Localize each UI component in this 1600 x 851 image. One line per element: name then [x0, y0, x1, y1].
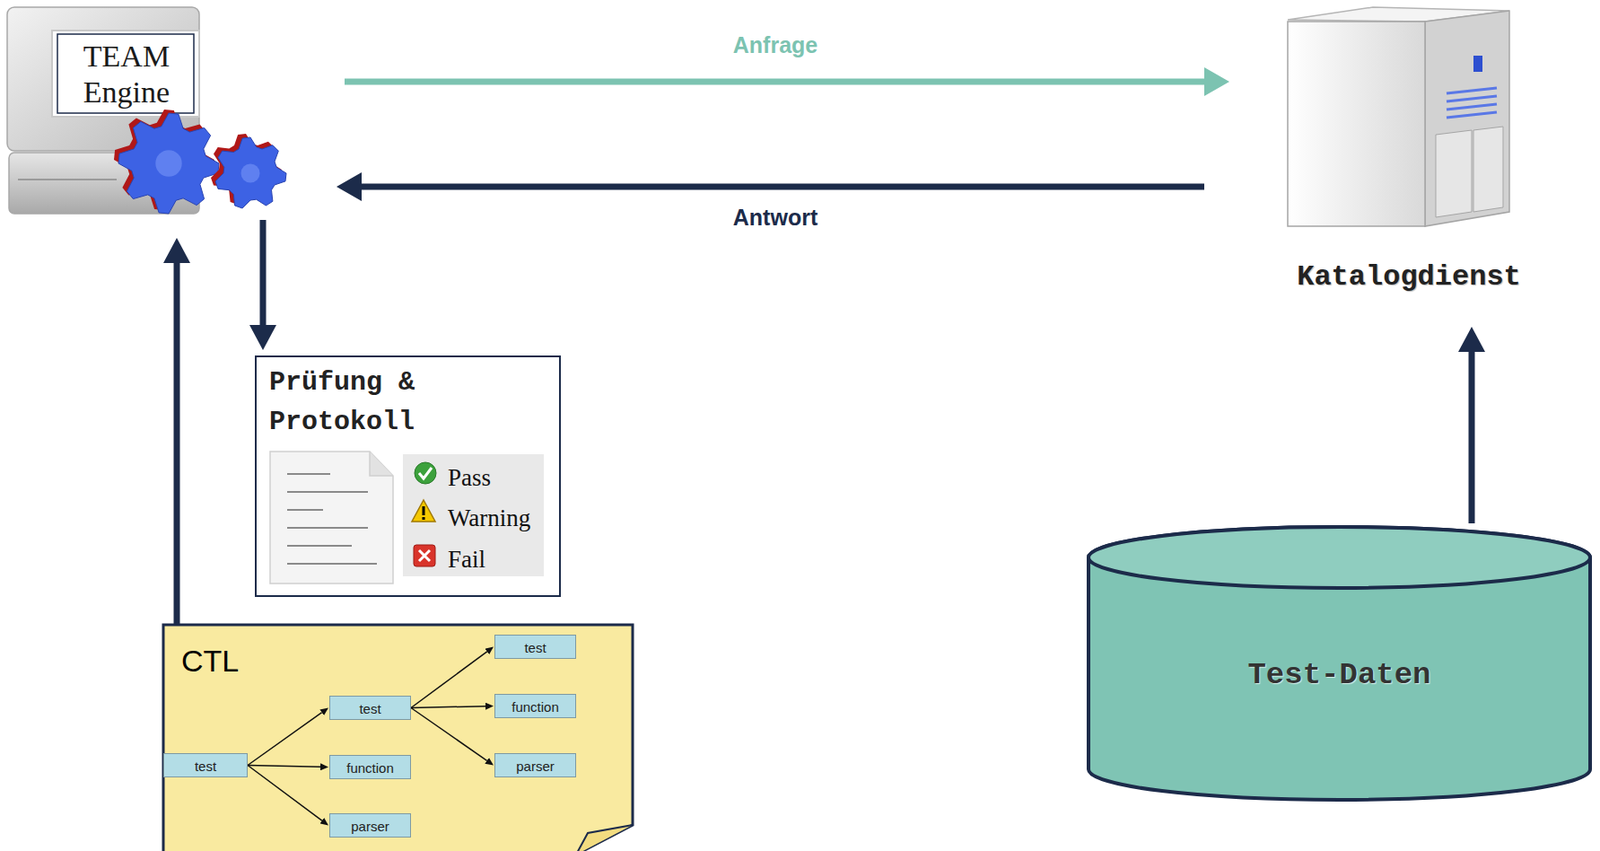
connector-arrow [174, 262, 181, 625]
tree-box: parser [494, 752, 577, 778]
tree-label: parser [495, 753, 576, 779]
tree-label: test [330, 696, 411, 721]
result-pass: Pass [447, 462, 556, 493]
connector-arrow [361, 183, 1205, 191]
tree-label: test [495, 635, 576, 660]
connector-arrow [410, 651, 488, 709]
tree-box: function [494, 693, 577, 718]
note-sheet [163, 624, 633, 851]
connector-arrow [247, 765, 321, 768]
result-warning: Warning [447, 502, 560, 534]
pass-icon [414, 462, 437, 484]
tree-label: test [164, 753, 247, 779]
connector-arrow [410, 706, 486, 709]
tree-box: test [494, 634, 577, 659]
engine-title: TEAM Engine [59, 38, 194, 111]
tree-label: function [330, 755, 411, 780]
fail-icon [413, 544, 436, 567]
document-icon [270, 451, 394, 584]
tree-box: parser [329, 813, 411, 838]
box-title: Prüfung & Protokoll [269, 362, 476, 442]
gear-icon [113, 109, 287, 214]
connector-arrow [260, 219, 267, 325]
tree-label: parser [330, 813, 411, 839]
connector-arrow [1468, 351, 1476, 524]
tree-box: test [163, 752, 248, 778]
note-title: CTL [181, 643, 289, 678]
tree-box: test [329, 695, 411, 720]
connector-arrow [410, 708, 488, 761]
node-box: CTL test test function parser test function par… [163, 624, 633, 851]
server-icon [1287, 7, 1510, 227]
edge-label: Antwort [727, 204, 823, 231]
node-box: Katalogdienst [1256, 4, 1562, 297]
tree-label: function [495, 694, 576, 719]
node-box: Prüfung & ProtokollPassWarningFail [254, 355, 561, 597]
edge-label: Anfrage [727, 32, 823, 59]
connector-arrow [247, 765, 323, 822]
connector-arrow [344, 78, 1205, 86]
connector-arrow [247, 712, 323, 766]
database-cylinder: Test-Daten [1086, 524, 1592, 802]
node-box: TEAM Engine [0, 0, 306, 220]
result-fail: Fail [447, 543, 556, 575]
warning-icon [411, 499, 436, 522]
tree-box: function [329, 754, 411, 779]
store-name: Test-Daten [1086, 655, 1592, 695]
service-name: Katalogdienst [1256, 259, 1562, 296]
